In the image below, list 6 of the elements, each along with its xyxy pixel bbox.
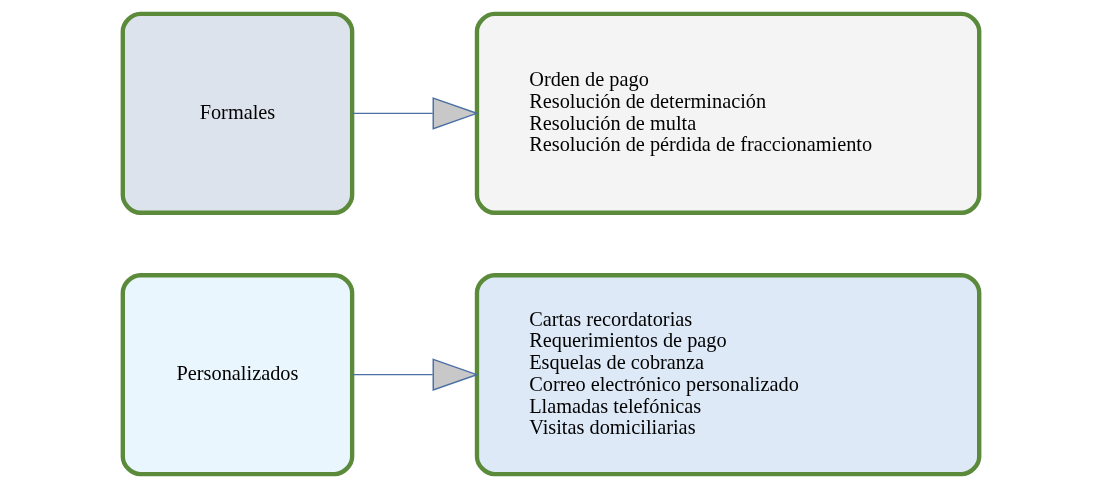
arrow <box>351 358 479 391</box>
node-box: Personalizados <box>120 273 355 477</box>
node-box: Orden de pago Resolución de determinación Resolución de multa Resolución de pérdida de fraccionamiento <box>474 11 982 215</box>
node-box: Formales <box>120 11 355 215</box>
node-box: Cartas recordatorias Requerimientos de pago Esquelas de cobranza Correo electrónico personalizado Llamadas telefónicas Visitas domiciliarias <box>474 273 982 477</box>
arrow <box>351 97 479 130</box>
